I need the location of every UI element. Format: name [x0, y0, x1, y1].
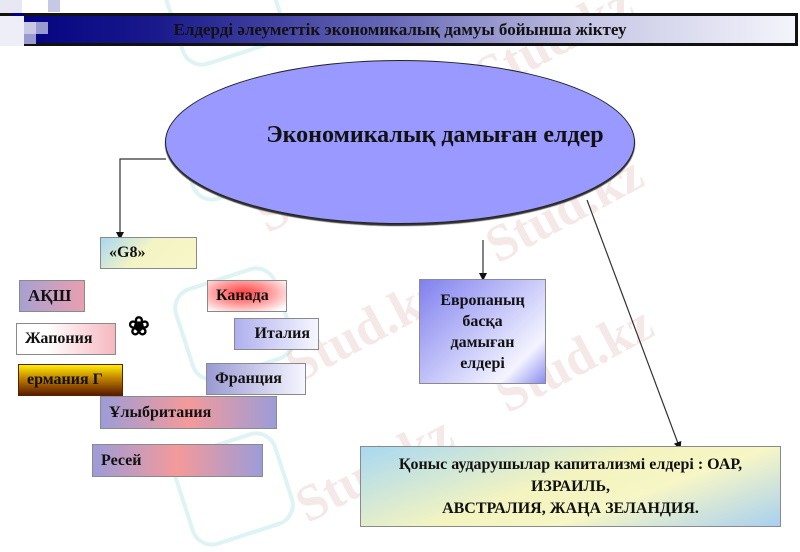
settler-capitalism-node: Қоныс аударушылар капитализмі елдері : О…: [360, 446, 781, 527]
europe-line: Европаның: [440, 291, 525, 309]
country-italy: Италия: [234, 318, 319, 350]
europe-line: басқа: [462, 312, 503, 330]
central-node-label: Экономикалық дамыған елдер: [266, 122, 604, 148]
settler-line: АВСТРАЛИЯ, ЖАҢА ЗЕЛАНДИЯ.: [442, 499, 699, 517]
country-label: АҚШ: [28, 286, 72, 305]
country-label: Франция: [215, 370, 282, 387]
country-canada: Канада: [207, 280, 287, 312]
country-france: Франция: [206, 363, 306, 395]
country-germany: ермания Г: [18, 364, 123, 396]
g8-node: «G8»: [100, 237, 197, 269]
country-label: Ресей: [101, 451, 142, 469]
country-label: Италия: [254, 325, 311, 342]
europe-line: елдері: [460, 354, 505, 372]
decor-square: [36, 22, 48, 34]
country-label: ермания Г: [27, 371, 103, 388]
decor-square: [0, 16, 24, 46]
country-label: Ұлыбритания: [109, 403, 212, 421]
country-label: Жапония: [25, 330, 93, 347]
decor-square: [24, 34, 36, 44]
country-japan: Жапония: [16, 323, 116, 355]
country-usa: АҚШ: [19, 280, 85, 312]
g8-label: «G8»: [109, 244, 146, 261]
connector-arrows: [116, 158, 682, 450]
decor-square: [48, 0, 60, 12]
country-russia: Ресей: [92, 444, 263, 477]
country-label: Канада: [216, 287, 269, 304]
decor-square: [24, 22, 36, 34]
page-title: Елдерді әлеуметтік экономикалық дамуы бо…: [173, 20, 627, 39]
settler-line: Қоныс аударушылар капитализмі елдері : О…: [398, 455, 743, 473]
country-uk: Ұлыбритания: [100, 396, 277, 429]
decor-square: [0, 0, 22, 13]
central-ellipse-node: [165, 60, 635, 224]
title-bar: [0, 13, 798, 46]
europe-other-developed-node: Европаның басқа дамыған елдері: [419, 279, 546, 384]
clipart-glyph-icon: ❀: [128, 312, 150, 341]
settler-line: ИЗРАИЛЬ,: [530, 477, 611, 495]
europe-line: дамыған: [450, 333, 515, 351]
